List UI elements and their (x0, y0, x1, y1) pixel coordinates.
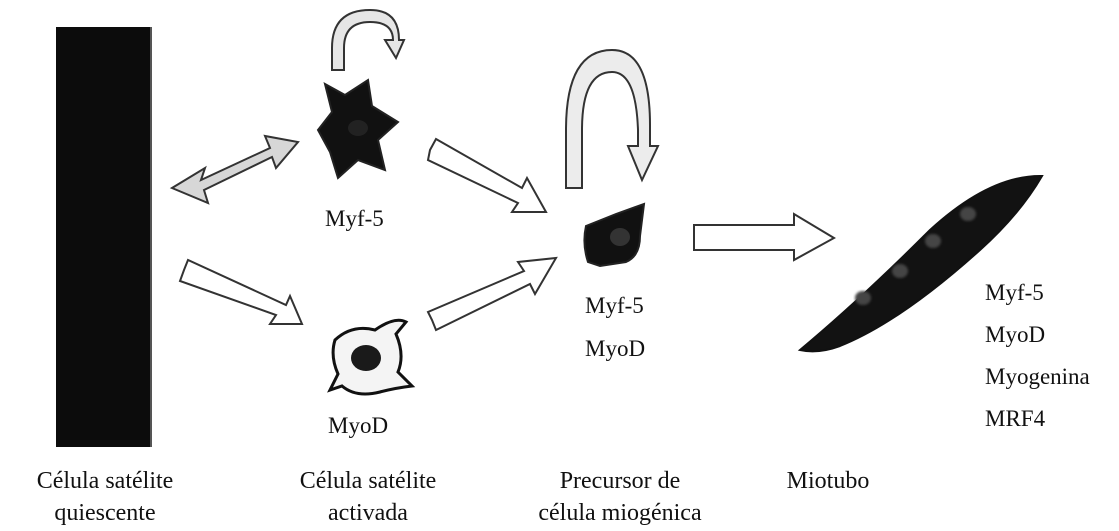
label-activated-myf5: Myf-5 (325, 205, 384, 233)
myogenic-precursor-cell (584, 204, 644, 266)
caption-quiescent: Célula satélite quiescente (0, 465, 210, 529)
label-myotube-myogenina: Myogenina (985, 363, 1090, 391)
caption-precursor-line2: célula miogénica (500, 497, 740, 529)
label-activated-myod: MyoD (328, 412, 388, 440)
quiescent-satellite-cell (56, 27, 151, 447)
arrow-myod-to-precursor (428, 258, 556, 330)
self-renewal-arrow-large (566, 50, 658, 188)
caption-myotube-line1: Miotubo (768, 465, 888, 497)
activated-cell-myod (330, 320, 412, 394)
caption-quiescent-line1: Célula satélite (0, 465, 210, 497)
self-renewal-arrow-small (332, 10, 404, 70)
caption-myotube: Miotubo (768, 465, 888, 497)
arrow-myf5-to-precursor (428, 139, 546, 212)
caption-activated-line1: Célula satélite (258, 465, 478, 497)
label-myotube-myod: MyoD (985, 321, 1045, 349)
arrow-precursor-to-myotube (694, 214, 834, 260)
arrow-quiescent-to-myod (180, 260, 302, 324)
caption-precursor-line1: Precursor de (500, 465, 740, 497)
caption-precursor: Precursor de célula miogénica (500, 465, 740, 529)
label-myotube-mrf4: MRF4 (985, 405, 1045, 433)
caption-quiescent-line2: quiescente (0, 497, 210, 529)
caption-activated-line2: activada (258, 497, 478, 529)
activated-cell-myf5 (318, 80, 398, 178)
label-precursor-myod: MyoD (585, 335, 645, 363)
double-arrow-quiescent-myf5 (172, 136, 298, 203)
label-precursor-myf5: Myf-5 (585, 292, 644, 320)
caption-activated: Célula satélite activada (258, 465, 478, 529)
label-myotube-myf5: Myf-5 (985, 279, 1044, 307)
